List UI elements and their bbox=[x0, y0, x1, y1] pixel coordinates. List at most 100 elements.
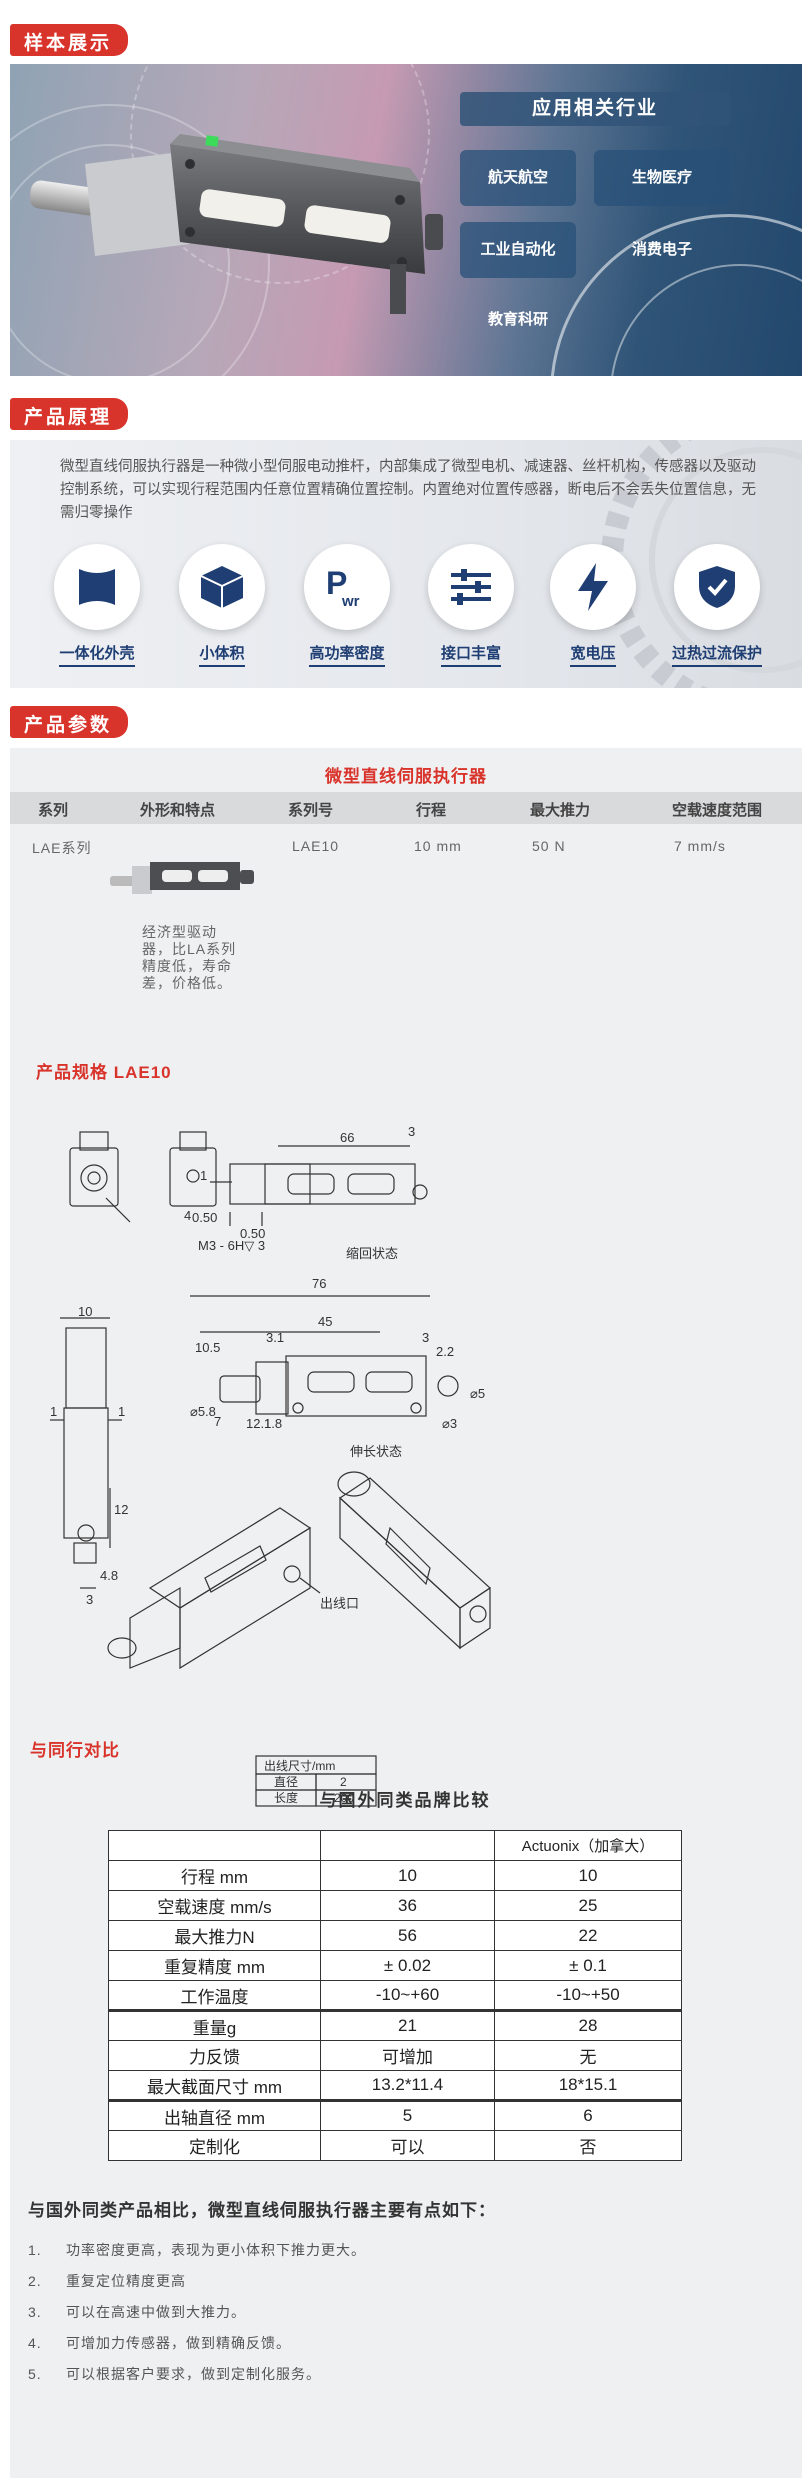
dim-105: 10.5 bbox=[195, 1340, 220, 1355]
dim-v3: 3 bbox=[86, 1592, 93, 1607]
table-cell: 最大推力N bbox=[108, 1920, 321, 1951]
table-cell: ± 0.1 bbox=[494, 1950, 682, 1981]
table-cell: 重量g bbox=[108, 2010, 321, 2041]
dim-v1a: 1 bbox=[50, 1404, 57, 1419]
actuator-thumbnail-image bbox=[110, 862, 254, 894]
dim-v48: 4.8 bbox=[100, 1568, 118, 1583]
advantage-item: 3. 可以在高速中做到大推力。 bbox=[28, 2302, 246, 2322]
cable-length-value: 200 bbox=[334, 1791, 354, 1805]
label-retracted: 缩回状态 bbox=[346, 1246, 398, 1261]
compare-title: 与同行对比 bbox=[30, 1741, 120, 1760]
bolt-icon bbox=[578, 563, 608, 611]
table-cell: 36 bbox=[320, 1890, 495, 1921]
dim-v12: 12 bbox=[114, 1502, 128, 1517]
feature-label: 高功率密度 bbox=[309, 642, 385, 667]
advantage-item: 5. 可以根据客户要求，做到定制化服务。 bbox=[28, 2364, 321, 2384]
table-cell bbox=[108, 1830, 321, 1861]
table-cell: 无 bbox=[494, 2040, 682, 2071]
header-stroke: 行程 bbox=[416, 802, 447, 819]
dim-1: 1 bbox=[200, 1168, 207, 1183]
table-cell: 出轴直径 mm bbox=[108, 2100, 321, 2131]
spec-title: 产品规格 LAE10 bbox=[36, 1063, 172, 1082]
section-tag-samples: 样本展示 bbox=[0, 24, 129, 56]
header-speed: 空载速度范围 bbox=[672, 802, 763, 819]
dimension-drawing-side: 10 1 1 12 3 4.8 出线口 出线尺寸/mm 直径 2 长度 200 bbox=[50, 1304, 491, 1807]
item-number: 2. bbox=[28, 2273, 42, 2289]
dim-050a: 0.50 bbox=[192, 1210, 217, 1225]
item-text: 可以根据客户要求，做到定制化服务。 bbox=[66, 2366, 321, 2382]
industry-aerospace: 航天航空 bbox=[460, 150, 576, 206]
dim-7: 7 bbox=[214, 1414, 221, 1429]
feature-label: 小体积 bbox=[199, 642, 245, 667]
cable-diameter-label: 直径 bbox=[274, 1775, 298, 1789]
params-header-row: 系列 外形和特点 系列号 行程 最大推力 空载速度范围 bbox=[10, 792, 802, 824]
table-cell: 工作温度 bbox=[108, 1980, 321, 2012]
industry-automation: 工业自动化 bbox=[460, 222, 576, 278]
section-tag-principle: 产品原理 bbox=[0, 398, 129, 430]
table-row: 工作温度-10~+60-10~+50 bbox=[108, 1980, 682, 2012]
dim-45: 45 bbox=[318, 1314, 332, 1329]
table-cell: 10 bbox=[320, 1860, 495, 1891]
table-cell: 定制化 bbox=[108, 2130, 321, 2161]
feature-wide-voltage: 宽电压 bbox=[538, 544, 648, 667]
table-cell bbox=[320, 1830, 495, 1861]
dim-thread: M3 - 6H▽ 3 bbox=[198, 1238, 265, 1253]
dim-phi3: ⌀3 bbox=[442, 1416, 457, 1431]
dim-18: 1.8 bbox=[264, 1416, 282, 1431]
table-cell: 行程 mm bbox=[108, 1860, 321, 1891]
table-cell: 否 bbox=[494, 2130, 682, 2161]
item-text: 可增加力传感器，做到精确反馈。 bbox=[66, 2335, 291, 2351]
gear-decoration-icon bbox=[601, 440, 802, 688]
sliders-icon bbox=[451, 569, 491, 605]
table-cell: 6 bbox=[494, 2100, 682, 2131]
advantage-item: 4.可增加力传感器，做到精确反馈。 bbox=[28, 2333, 291, 2353]
table-cell: -10~+60 bbox=[320, 1980, 495, 2012]
dim-050b: 0.50 bbox=[240, 1226, 265, 1241]
dim-22: 2.2 bbox=[436, 1344, 454, 1359]
actuator-product-image bbox=[30, 134, 443, 314]
table-cell: 可以 bbox=[320, 2130, 495, 2161]
dimension-drawing-top: M3 - 6H▽ 3 66 3 1 4 0.50 0.50 缩回状态 76 45… bbox=[69, 1124, 485, 1459]
table-cell: 可增加 bbox=[320, 2040, 495, 2071]
header-force: 最大推力 bbox=[530, 802, 591, 819]
cube-icon bbox=[200, 566, 244, 608]
cell-series: LAE系列 bbox=[32, 840, 92, 856]
item-number: 5. bbox=[28, 2366, 42, 2382]
feature-label: 一体化外壳 bbox=[59, 642, 135, 667]
label-cable-exit: 出线口 bbox=[320, 1596, 359, 1611]
item-text: 可以在高速中做到大推力。 bbox=[66, 2304, 246, 2320]
advantage-item: 2.重复定位精度更高 bbox=[28, 2271, 186, 2291]
table-cell: Actuonix（加拿大） bbox=[494, 1830, 682, 1861]
dim-phi58: ⌀5.8 bbox=[190, 1404, 216, 1419]
feature-compact: 小体积 bbox=[167, 544, 277, 667]
table-cell: 空载速度 mm/s bbox=[108, 1890, 321, 1921]
table-cell: 重复精度 mm bbox=[108, 1950, 321, 1981]
table-cell: 22 bbox=[494, 1920, 682, 1951]
cell-speed: 7 mm/s bbox=[674, 838, 726, 854]
table-cell: 10 bbox=[494, 1860, 682, 1891]
dim-v10: 10 bbox=[78, 1304, 92, 1319]
feature-protection: 过热过流保护 bbox=[662, 544, 772, 667]
advantage-item: 1.功率密度更高，表现为更小体积下推力更大。 bbox=[28, 2240, 366, 2260]
principle-description: 微型直线伺服执行器是一种微小型伺服电动推杆，内部集成了微型电机、减速器、丝杆机构… bbox=[60, 459, 756, 521]
section-tag-params: 产品参数 bbox=[0, 706, 129, 738]
table-header-row: Actuonix（加拿大） bbox=[108, 1830, 682, 1861]
principle-panel: 微型直线伺服执行器是一种微小型伺服电动推杆，内部集成了微型电机、减速器、丝杆机构… bbox=[10, 440, 802, 688]
label-extended: 伸长状态 bbox=[350, 1444, 402, 1459]
item-number: 3. bbox=[28, 2304, 42, 2320]
table-cell: 28 bbox=[494, 2010, 682, 2041]
params-title: 微型直线伺服执行器 bbox=[325, 767, 487, 786]
cable-diameter-value: 2 bbox=[340, 1775, 347, 1789]
header-series: 系列 bbox=[38, 802, 69, 819]
table-cell: 56 bbox=[320, 1920, 495, 1951]
cell-model: LAE10 bbox=[292, 838, 340, 854]
feature-label: 接口丰富 bbox=[440, 642, 501, 667]
industry-biomedical: 生物医疗 bbox=[594, 150, 730, 206]
cell-force: 50 N bbox=[532, 838, 566, 854]
params-panel: 微型直线伺服执行器 系列 外形和特点 系列号 行程 最大推力 空载速度范围 LA… bbox=[10, 748, 802, 2478]
